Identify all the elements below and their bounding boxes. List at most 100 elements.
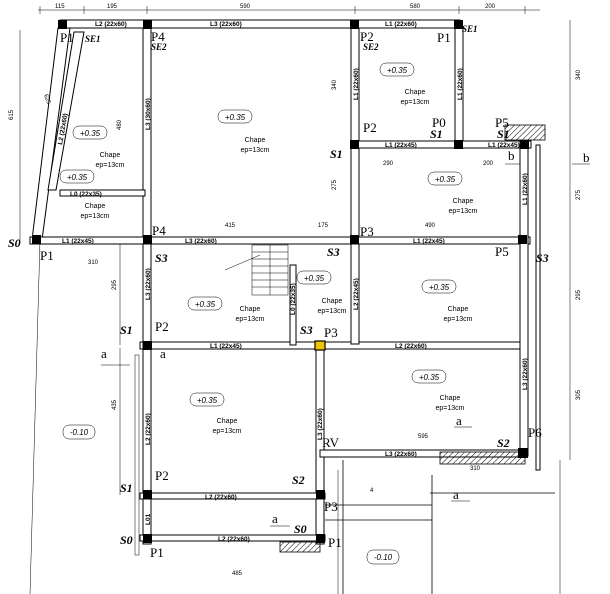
svg-text:+0.35: +0.35 (429, 283, 450, 292)
dim-inner-3: 275 (332, 179, 338, 190)
post-p6: P6 (528, 425, 542, 440)
post-p0: P0 (432, 115, 446, 130)
svg-text:Chape: Chape (217, 418, 238, 425)
beam-h7: L1 (22x45) (210, 343, 242, 350)
section-s0-b: S0 (120, 533, 133, 547)
post-p1-c: P1 (40, 248, 54, 263)
section-s2-a: S2 (497, 436, 510, 450)
dim-inner-9: 310 (88, 260, 99, 266)
beam-v10: L3 (22x60) (317, 408, 324, 440)
dim-right-3: 295 (576, 289, 582, 300)
svg-text:Chape: Chape (405, 89, 426, 96)
post-p3-a: P3 (360, 224, 374, 239)
dim-left-2: 295 (112, 279, 118, 290)
section-s1-c: S1 (497, 127, 510, 141)
section-s1-e: S1 (120, 481, 133, 495)
post-p2-b: P2 (363, 120, 377, 135)
post-p2-a: P2 (360, 29, 374, 44)
post-p2-d: P2 (155, 468, 169, 483)
svg-text:-0.10: -0.10 (70, 428, 89, 437)
dim-inner-1: 480 (117, 119, 123, 130)
svg-text:+0.35: +0.35 (195, 300, 216, 309)
beam-top1: L2 (22x60) (95, 21, 127, 28)
svg-text:+0.35: +0.35 (197, 396, 218, 405)
dim-inner-8: 490 (425, 223, 436, 229)
slab-9: +0.35 Chape ep=13cm (189, 392, 242, 435)
svg-text:ep=13cm: ep=13cm (444, 316, 473, 323)
svg-text:ep=13cm: ep=13cm (436, 405, 465, 412)
beam-h6: L1 (22x45) (413, 238, 445, 245)
dim-inner-7: 175 (318, 223, 329, 229)
post-p3-c: P3 (324, 499, 338, 514)
svg-text:ep=13cm: ep=13cm (236, 316, 265, 323)
slab-8: +0.35 Chape ep=13cm (421, 279, 473, 323)
cut-b-2: b (583, 150, 590, 165)
beam-h9: L3 (22x60) (385, 451, 417, 458)
inner-dimensions: 480 340 275 290 200 415 175 490 310 595 … (42, 79, 494, 577)
beam-v5: L1 (22x60) (522, 173, 529, 205)
cut-a-1: a (101, 346, 107, 361)
svg-text:Chape: Chape (322, 298, 343, 305)
slab-6: +0.35 Chape ep=13cm (187, 296, 265, 323)
post-labels: P1 P4 P2 P1 P2 P0 P5 P4 P3 P5 P1 P2 P3 P… (40, 29, 542, 560)
svg-text:+0.35: +0.35 (80, 129, 101, 138)
cut-b-1: b (508, 148, 515, 163)
cut-a-2: a (160, 346, 166, 361)
cut-a-5: a (272, 511, 278, 526)
svg-text:Chape: Chape (245, 137, 266, 144)
level-outside-2: -0.10 (366, 549, 400, 565)
cut-a-3: a (456, 413, 462, 428)
beam-h4: L1 (22x45) (62, 238, 94, 245)
svg-text:Chape: Chape (440, 395, 461, 402)
post-p3-b: P3 (324, 325, 338, 340)
cut-a-4: a (453, 487, 459, 502)
section-s0-a: S0 (8, 236, 21, 250)
beam-v2: L3 (30x60) (145, 98, 152, 130)
svg-text:ep=13cm: ep=13cm (81, 213, 110, 220)
beam-h2: L1 (22x45) (488, 142, 520, 149)
svg-text:Chape: Chape (240, 306, 261, 313)
dim-inner-4: 290 (383, 161, 394, 167)
section-s1-a: S1 (330, 147, 343, 161)
post-p1-d: P1 (150, 545, 164, 560)
svg-text:+0.35: +0.35 (387, 66, 408, 75)
section-s0-c: S0 (294, 522, 307, 536)
beam-h11: L2 (22x60) (218, 536, 250, 543)
svg-text:ep=13cm: ep=13cm (213, 428, 242, 435)
dim-inner-5: 200 (483, 161, 494, 167)
left-dimension-line: 615 295 435 (9, 30, 121, 495)
marker-label: 4 (370, 488, 374, 494)
dim-inner-6: 415 (225, 223, 236, 229)
svg-text:Chape: Chape (453, 198, 474, 205)
hatched-zones (279, 124, 546, 553)
beam-labels: L2 (22x60) L3 (22x60) L1 (22x60) L2 (22x… (57, 21, 529, 543)
dim-top-4: 580 (410, 4, 421, 10)
section-s1-d: S1 (120, 323, 133, 337)
dim-right-1: 340 (576, 69, 582, 80)
rv-label: RV (322, 435, 340, 450)
beam-v6: L2 (22x45) (353, 278, 360, 310)
post-p4-b: P4 (152, 223, 166, 238)
svg-text:+0.35: +0.35 (67, 173, 88, 182)
beam-v12: L01 (145, 513, 152, 525)
beam-top2: L3 (22x60) (210, 21, 242, 28)
beam-v1: L2 (22x60) (57, 113, 69, 146)
dim-left-1: 615 (9, 109, 15, 120)
beam-h8: L2 (22x60) (395, 343, 427, 350)
slab-annotations: +0.35 Chape ep=13cm +0.35 Chape ep=13cm +0… (59, 62, 478, 565)
section-se2-a: SE2 (151, 42, 167, 52)
post-p1-a: P1 (60, 30, 74, 45)
post-p2-c: P2 (155, 319, 169, 334)
svg-text:Chape: Chape (448, 306, 469, 313)
dim-right-2: 275 (576, 189, 582, 200)
section-se1-a: SE1 (85, 34, 101, 44)
dim-top-2: 195 (107, 4, 118, 10)
beam-v11: L3 (22x60) (522, 358, 529, 390)
